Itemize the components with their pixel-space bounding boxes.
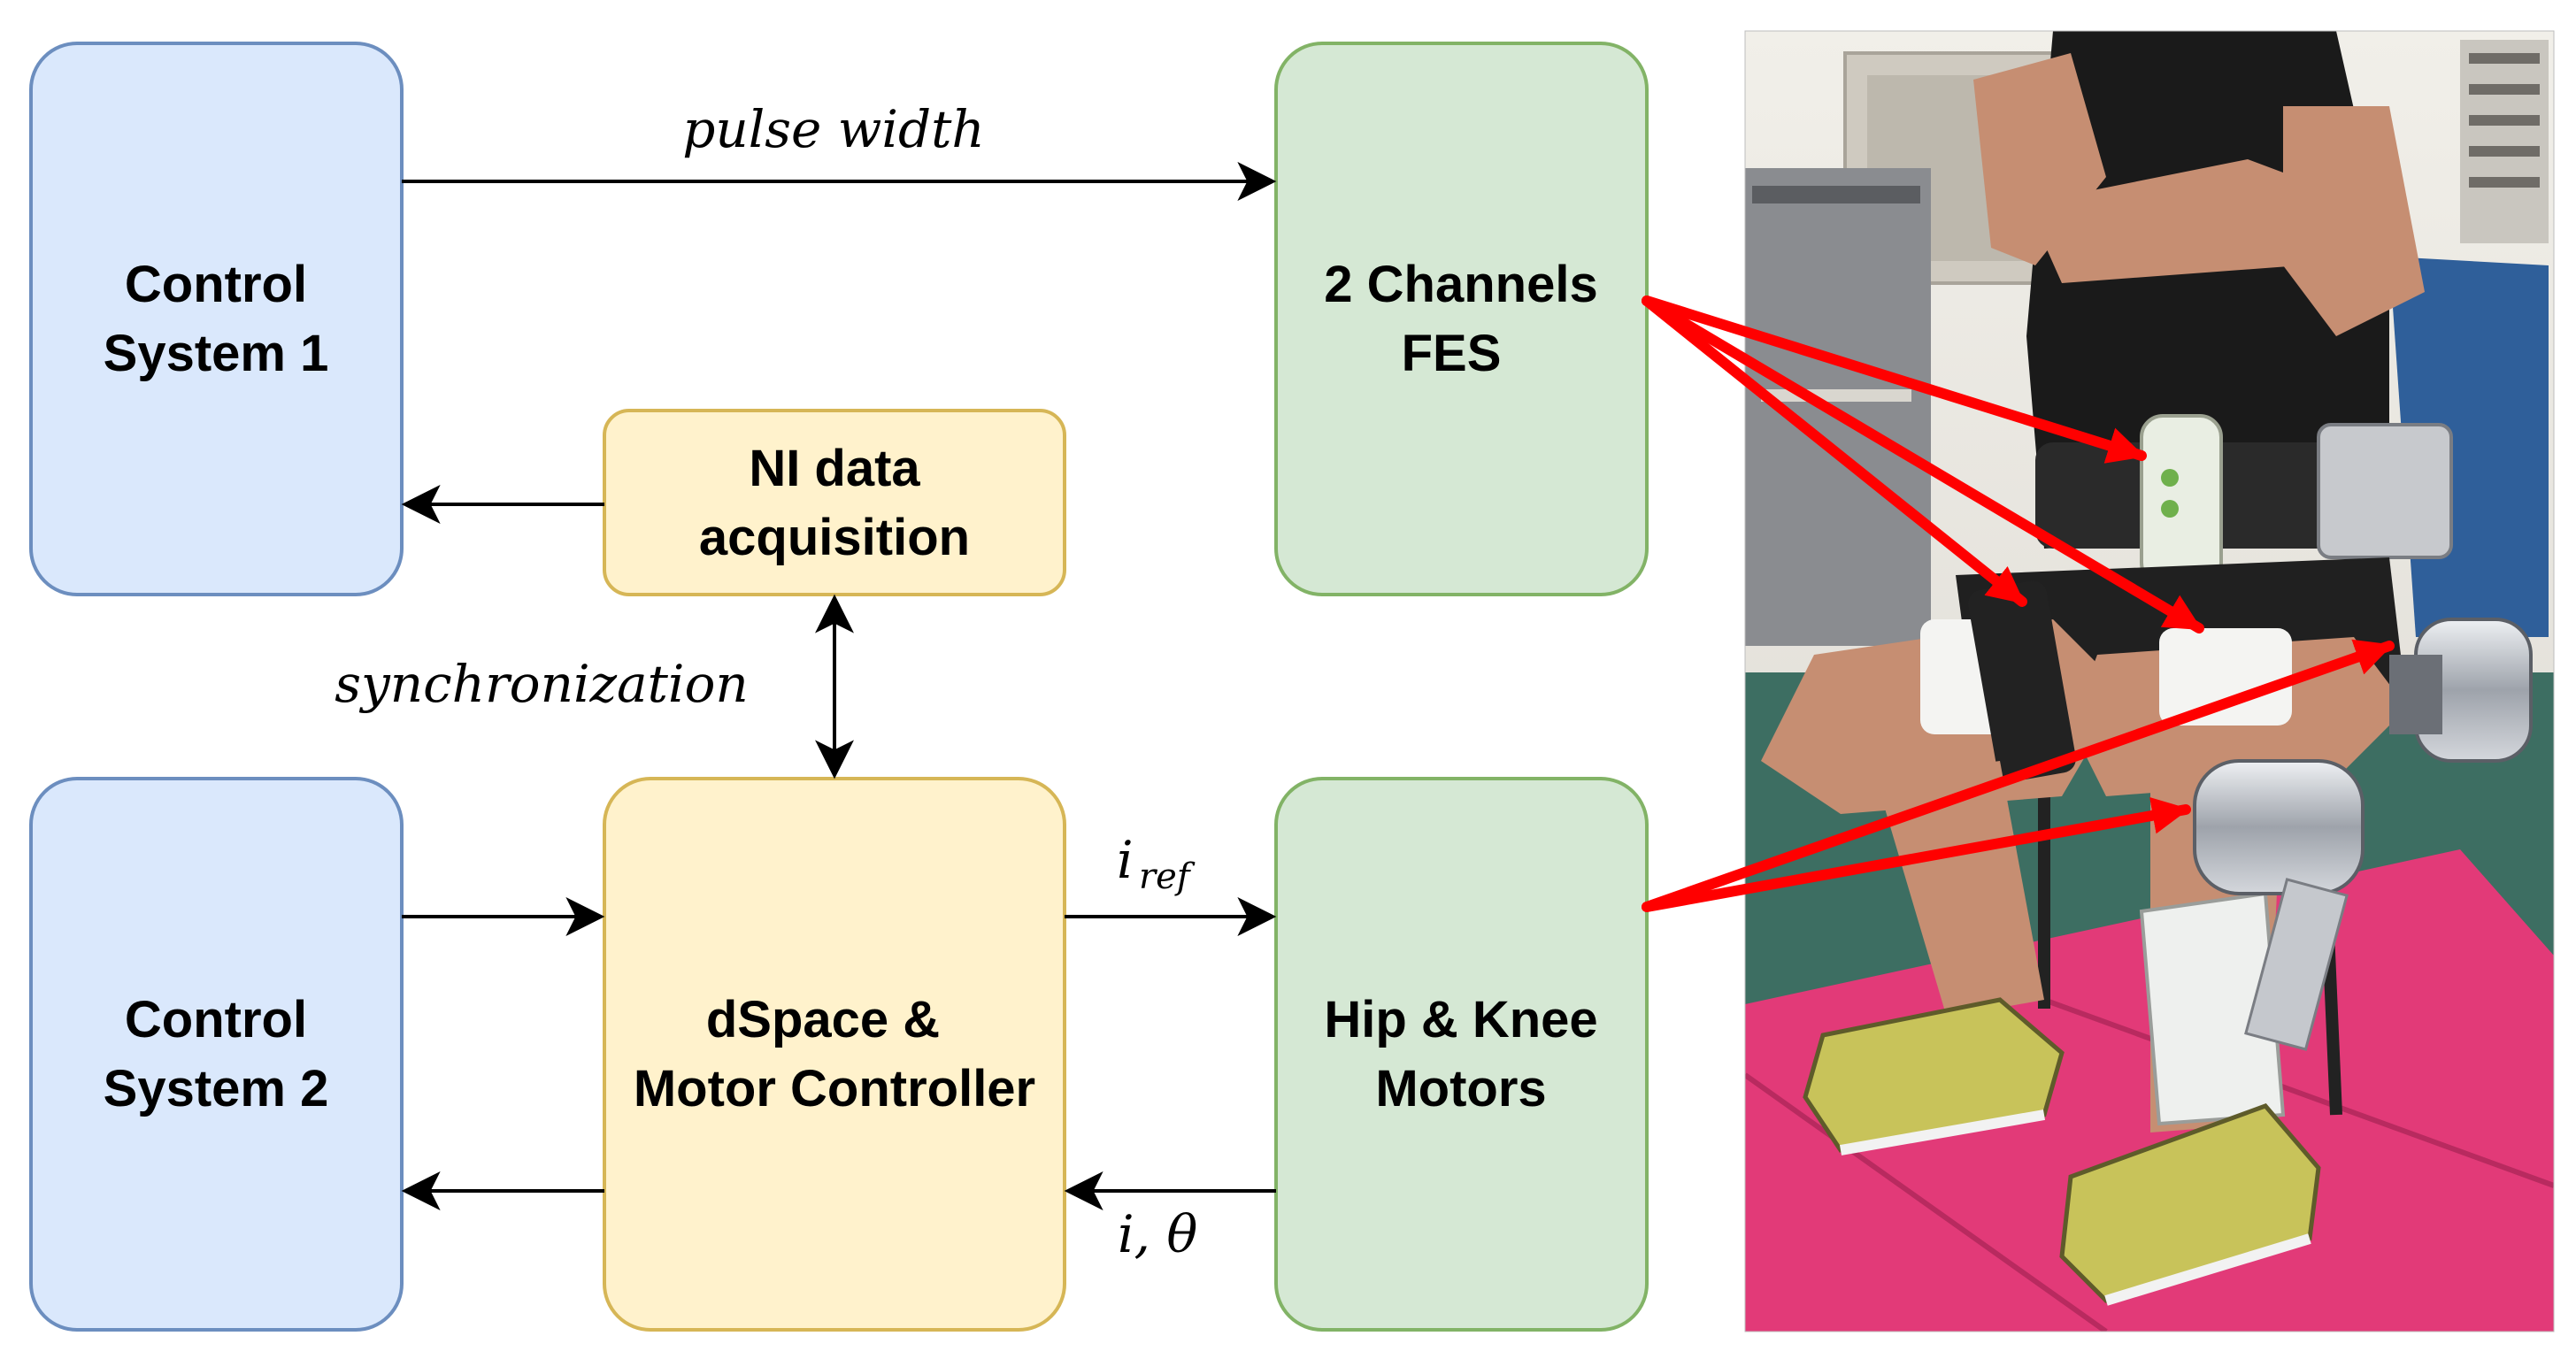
fes-label-line2: FES bbox=[1402, 325, 1502, 382]
control-system-1-label-line1: Control bbox=[125, 256, 307, 313]
control-system-1-label-line2: System 1 bbox=[104, 325, 329, 382]
photo-frame bbox=[1744, 30, 2555, 1332]
dspace-label-line2: Motor Controller bbox=[634, 1060, 1035, 1117]
ni-daq-label-line2: acquisition bbox=[699, 509, 970, 566]
motors-block: Hip & Knee Motors bbox=[1274, 777, 1649, 1332]
control-system-1-box bbox=[29, 42, 404, 596]
photo-fes-device bbox=[2140, 414, 2223, 586]
photo-hip-motor bbox=[2389, 618, 2533, 763]
pointer-fes-to-left-electrode bbox=[1642, 296, 2027, 607]
pointer-fes-to-device bbox=[1642, 296, 2147, 464]
ni-daq-block: NI data acquisition bbox=[603, 409, 1066, 596]
ni-daq-label-line1: NI data bbox=[749, 440, 920, 497]
motors-label-line2: Motors bbox=[1375, 1060, 1546, 1117]
dspace-label-line1: dSpace & bbox=[706, 991, 940, 1048]
motors-label-line1: Hip & Knee bbox=[1324, 991, 1597, 1048]
i-ref-main: i bbox=[1117, 830, 1134, 890]
photo-shelf bbox=[2460, 40, 2549, 243]
photo-forearm bbox=[2026, 159, 2318, 283]
setup-photo bbox=[1745, 31, 2554, 1332]
i-ref-label: i ref bbox=[1117, 830, 1196, 897]
photo-knee-motor bbox=[2193, 759, 2365, 1051]
control-system-2-label-line2: System 2 bbox=[104, 1060, 329, 1117]
i-ref-subscript: ref bbox=[1139, 856, 1196, 897]
motors-box bbox=[1274, 777, 1649, 1332]
control-system-2-label-line1: Control bbox=[125, 991, 307, 1048]
pointer-motors-to-hip bbox=[1642, 639, 2395, 912]
pointer-motors-to-knee bbox=[1642, 797, 2191, 912]
block-diagram: Control System 1 Control System 2 NI dat… bbox=[29, 42, 1649, 1332]
pulse-width-label: pulse width bbox=[682, 99, 985, 159]
pointer-arrows bbox=[1642, 296, 2395, 912]
dspace-box bbox=[603, 777, 1066, 1332]
synchronization-label: synchronization bbox=[334, 654, 749, 714]
photo-arm-right bbox=[2283, 106, 2425, 336]
control-system-2-block: Control System 2 bbox=[29, 777, 404, 1332]
pointer-fes-to-right-electrode bbox=[1642, 296, 2204, 633]
photo-knee-brace bbox=[2139, 891, 2286, 1126]
photo-shin-left bbox=[1876, 761, 2044, 1017]
connectors bbox=[401, 162, 1277, 1210]
feedback-label: i, θ bbox=[1118, 1204, 1197, 1264]
fes-block: 2 Channels FES bbox=[1274, 42, 1649, 596]
ni-daq-box bbox=[603, 409, 1066, 596]
fes-label-line1: 2 Channels bbox=[1324, 256, 1597, 313]
control-system-2-box bbox=[29, 777, 404, 1332]
fes-box bbox=[1274, 42, 1649, 596]
dspace-block: dSpace & Motor Controller bbox=[603, 777, 1066, 1332]
photo-electrode-right bbox=[2159, 628, 2292, 726]
control-system-1-block: Control System 1 bbox=[29, 42, 404, 596]
